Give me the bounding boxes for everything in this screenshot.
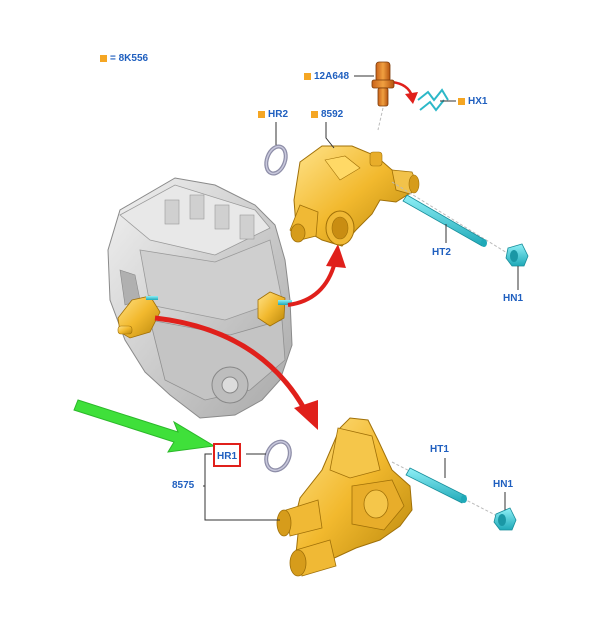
label-ht2: HT2 bbox=[432, 247, 451, 258]
ht2-hose bbox=[391, 181, 513, 257]
red-arrow-lower bbox=[154, 315, 318, 430]
thermostat-housing-upper bbox=[289, 145, 420, 247]
marker-hx1 bbox=[458, 98, 465, 105]
label-hr1: HR1 bbox=[217, 451, 238, 462]
hn1-connector-upper bbox=[505, 243, 529, 267]
temperature-sensor bbox=[371, 61, 395, 131]
legend-text: = 8K556 bbox=[110, 53, 149, 64]
engine-block bbox=[107, 177, 293, 419]
hr2-o-ring bbox=[264, 144, 288, 176]
leader-8575-a bbox=[203, 453, 212, 487]
marker-hr2 bbox=[258, 111, 265, 118]
ht1-hose bbox=[391, 461, 506, 521]
red-arrow-sensor bbox=[391, 80, 418, 104]
red-arrow-upper bbox=[287, 244, 346, 307]
green-arrow bbox=[73, 399, 216, 453]
label-hn1-upper: HN1 bbox=[503, 293, 524, 304]
marker-8592 bbox=[311, 111, 318, 118]
hr1-highlight-box: HR1 bbox=[213, 443, 242, 467]
label-hx1: HX1 bbox=[468, 96, 488, 107]
hr1-o-ring bbox=[264, 439, 292, 473]
leader-8592 bbox=[325, 122, 335, 149]
label-hr2: HR2 bbox=[268, 109, 289, 120]
thermostat-housing-lower bbox=[276, 417, 413, 577]
label-ht1: HT1 bbox=[430, 444, 449, 455]
leader-8575-b bbox=[204, 486, 280, 521]
label-hn1-lower: HN1 bbox=[493, 479, 514, 490]
label-8592: 8592 bbox=[321, 109, 344, 120]
hn1-connector-lower bbox=[493, 507, 517, 531]
marker-12A648 bbox=[304, 73, 311, 80]
hx1-clip bbox=[417, 88, 449, 112]
legend-marker bbox=[100, 55, 107, 62]
label-12A648: 12A648 bbox=[314, 71, 350, 82]
label-8575: 8575 bbox=[172, 480, 195, 491]
leader-lines bbox=[203, 75, 519, 521]
